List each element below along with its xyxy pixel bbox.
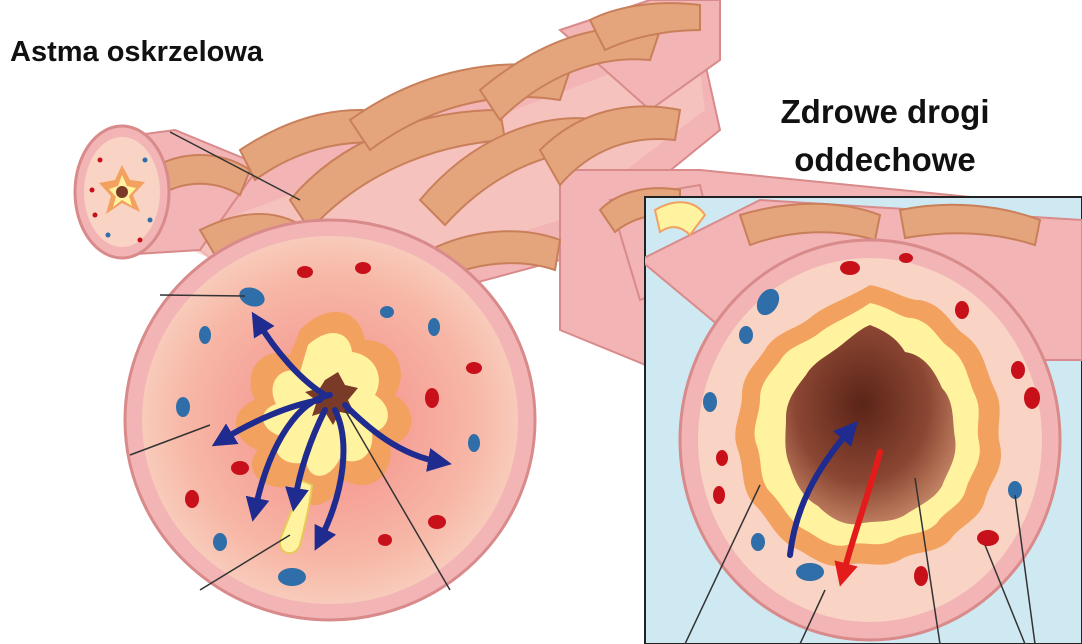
healthy-title: Zdrowe drogi oddechowe	[720, 88, 1050, 184]
healthy-title-line1: Zdrowe drogi	[720, 88, 1050, 136]
healthy-title-line2: oddechowe	[720, 136, 1050, 184]
small-airway-cross-section	[75, 126, 169, 258]
asthma-title: Astma oskrzelowa	[10, 36, 263, 69]
healthy-airway-inset	[640, 197, 1082, 644]
